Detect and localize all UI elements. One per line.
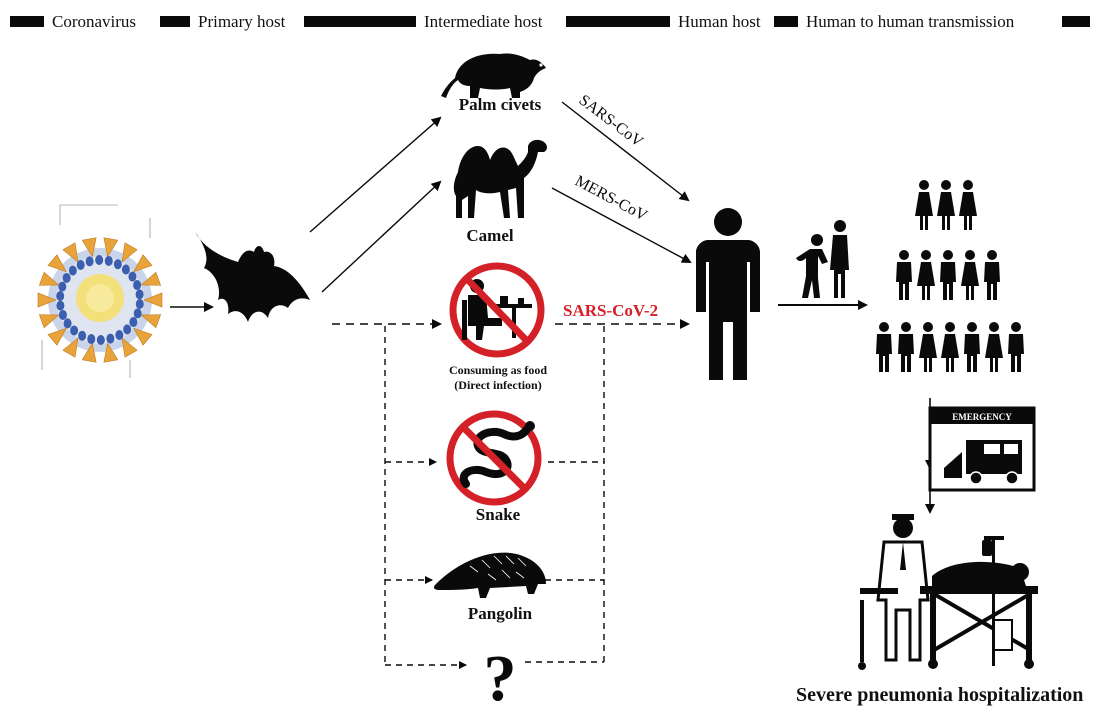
membrane-protein-icon: [136, 289, 144, 299]
person-icon: [959, 180, 977, 230]
arrow-bat-to-camel: [322, 182, 440, 292]
membrane-protein-icon: [123, 324, 131, 334]
membrane-protein-icon: [78, 331, 86, 341]
label-consuming-line2: (Direct infection): [430, 378, 566, 392]
person-icon: [937, 180, 955, 230]
membrane-protein-icon: [129, 317, 137, 327]
palm-civet-icon: [441, 53, 546, 98]
coronavirus-icon: [38, 205, 162, 378]
membrane-protein-icon: [69, 266, 77, 276]
label-pangolin: Pangolin: [440, 604, 560, 624]
caption-severe-pneumonia: Severe pneumonia hospitalization: [796, 684, 1088, 707]
label-sars-cov-2: SARS-CoV-2: [563, 301, 658, 320]
membrane-protein-icon: [56, 291, 64, 301]
membrane-protein-icon: [106, 334, 114, 344]
person-icon: [985, 322, 1003, 372]
crowd-icon: [876, 180, 1024, 372]
person-icon: [917, 250, 935, 300]
person-icon: [941, 322, 959, 372]
membrane-protein-icon: [63, 273, 71, 283]
membrane-protein-icon: [77, 260, 85, 270]
person-icon: [876, 322, 892, 372]
membrane-protein-icon: [87, 334, 95, 344]
camel-icon: [454, 140, 547, 218]
membrane-protein-icon: [97, 335, 105, 345]
person-icon: [898, 322, 914, 372]
membrane-protein-icon: [64, 318, 72, 328]
label-consuming-line1: Consuming as food: [430, 363, 566, 377]
person-icon: [1008, 322, 1024, 372]
emergency-ambulance-icon: EMERGENCY: [930, 408, 1034, 490]
emergency-sign: EMERGENCY: [952, 412, 1012, 422]
person-icon: [896, 250, 912, 300]
label-snake: Snake: [448, 505, 548, 525]
membrane-protein-icon: [59, 310, 67, 320]
membrane-protein-icon: [134, 308, 142, 318]
membrane-protein-icon: [70, 325, 78, 335]
coughing-people-icon: [796, 220, 849, 298]
bat-icon: [195, 232, 310, 322]
person-icon: [984, 250, 1000, 300]
person-icon: [915, 180, 933, 230]
membrane-protein-icon: [86, 256, 94, 266]
consuming-no-icon: [453, 266, 541, 354]
unknown-host-mark: ?: [484, 642, 517, 711]
membrane-protein-icon: [136, 299, 144, 309]
membrane-protein-icon: [115, 330, 123, 340]
pangolin-icon: [434, 553, 546, 598]
membrane-protein-icon: [128, 272, 136, 282]
hospital-bed-scene-icon: [858, 514, 1038, 670]
membrane-protein-icon: [114, 259, 122, 269]
person-icon: [919, 322, 937, 372]
membrane-protein-icon: [95, 255, 103, 265]
person-icon: [940, 250, 956, 300]
membrane-protein-icon: [133, 280, 141, 290]
label-camel: Camel: [440, 226, 540, 246]
membrane-protein-icon: [58, 282, 66, 292]
membrane-protein-icon: [105, 256, 113, 266]
label-palm-civets: Palm civets: [440, 95, 560, 115]
person-icon: [964, 322, 980, 372]
label-mers-cov: MERS-CoV: [572, 173, 650, 225]
snake-no-icon: [450, 414, 538, 502]
person-icon: [961, 250, 979, 300]
human-host-icon: [696, 208, 760, 380]
membrane-protein-icon: [56, 301, 64, 311]
arrow-bat-to-civets: [310, 118, 440, 232]
membrane-protein-icon: [122, 265, 130, 275]
